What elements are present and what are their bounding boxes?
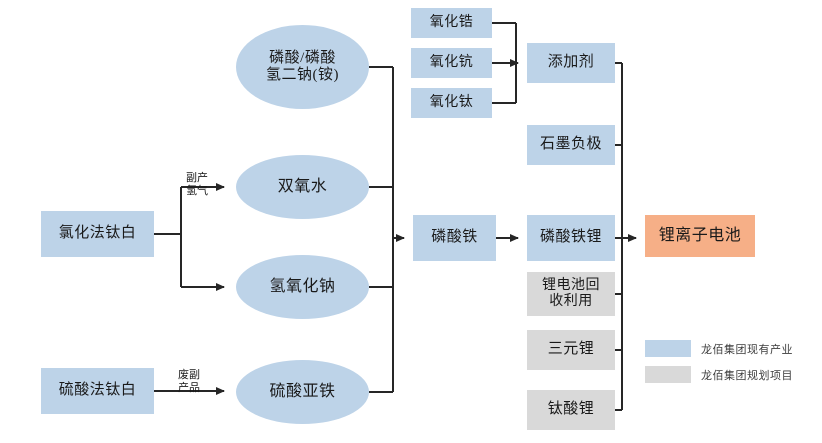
node-scandium_oxide[interactable]: 氧化钪	[411, 48, 492, 78]
node-sodium_hydroxide[interactable]: 氢氧化钠	[236, 255, 369, 319]
node-zirconium_oxide[interactable]: 氧化锆	[411, 8, 492, 38]
node-label: 磷酸铁锂	[539, 229, 602, 246]
node-lithium_titanate[interactable]: 钛酸锂	[527, 390, 615, 430]
node-chloride_tio2[interactable]: 氯化法钛白	[41, 211, 154, 257]
node-titanium_oxide[interactable]: 氧化钛	[411, 88, 492, 118]
node-label: 锂电池回 收利用	[542, 277, 600, 309]
node-lifepo4[interactable]: 磷酸铁锂	[527, 215, 615, 261]
node-label: 钛酸锂	[547, 401, 595, 418]
node-graphite_anode[interactable]: 石墨负极	[527, 125, 615, 165]
node-label: 添加剂	[547, 54, 595, 71]
node-hydrogen_peroxide[interactable]: 双氧水	[236, 155, 369, 219]
node-label: 磷酸铁	[431, 229, 478, 246]
node-ternary_lithium[interactable]: 三元锂	[527, 330, 615, 370]
node-label: 氯化法钛白	[58, 225, 137, 242]
node-label: 双氧水	[277, 177, 328, 195]
node-label: 石墨负极	[539, 136, 602, 153]
legend-existing-swatch	[645, 340, 691, 357]
node-label: 氧化钛	[429, 94, 474, 110]
legend: 龙佰集团现有产业龙佰集团规划项目	[645, 340, 793, 392]
node-additive[interactable]: 添加剂	[527, 43, 615, 83]
node-sulfate_tio2[interactable]: 硫酸法钛白	[41, 368, 154, 414]
node-label: 磷酸/磷酸 氢二钠(铵)	[266, 49, 339, 83]
node-ferrous_sulfate[interactable]: 硫酸亚铁	[236, 360, 369, 424]
node-iron_phosphate[interactable]: 磷酸铁	[413, 215, 496, 261]
node-label: 三元锂	[547, 341, 595, 358]
node-label: 氧化锆	[429, 14, 474, 30]
node-label: 锂离子电池	[658, 226, 742, 244]
node-label: 氢氧化钠	[269, 277, 336, 295]
node-label: 硫酸亚铁	[269, 382, 336, 400]
legend-row: 龙佰集团现有产业	[645, 340, 793, 357]
edge-label-byproduct_hydrogen: 副产 氢气	[186, 172, 208, 198]
node-battery_recycling[interactable]: 锂电池回 收利用	[527, 272, 615, 316]
node-lithium_ion_battery[interactable]: 锂离子电池	[645, 215, 755, 257]
node-label: 氧化钪	[429, 54, 474, 70]
node-phosphoric_acid[interactable]: 磷酸/磷酸 氢二钠(铵)	[236, 25, 369, 109]
legend-planned-label: 龙佰集团规划项目	[701, 369, 793, 382]
legend-planned-swatch	[645, 366, 691, 383]
node-label: 硫酸法钛白	[58, 382, 137, 399]
legend-existing-label: 龙佰集团现有产业	[701, 343, 793, 356]
edge-label-waste_byproduct: 废副 产品	[178, 369, 200, 395]
legend-row: 龙佰集团规划项目	[645, 366, 793, 383]
